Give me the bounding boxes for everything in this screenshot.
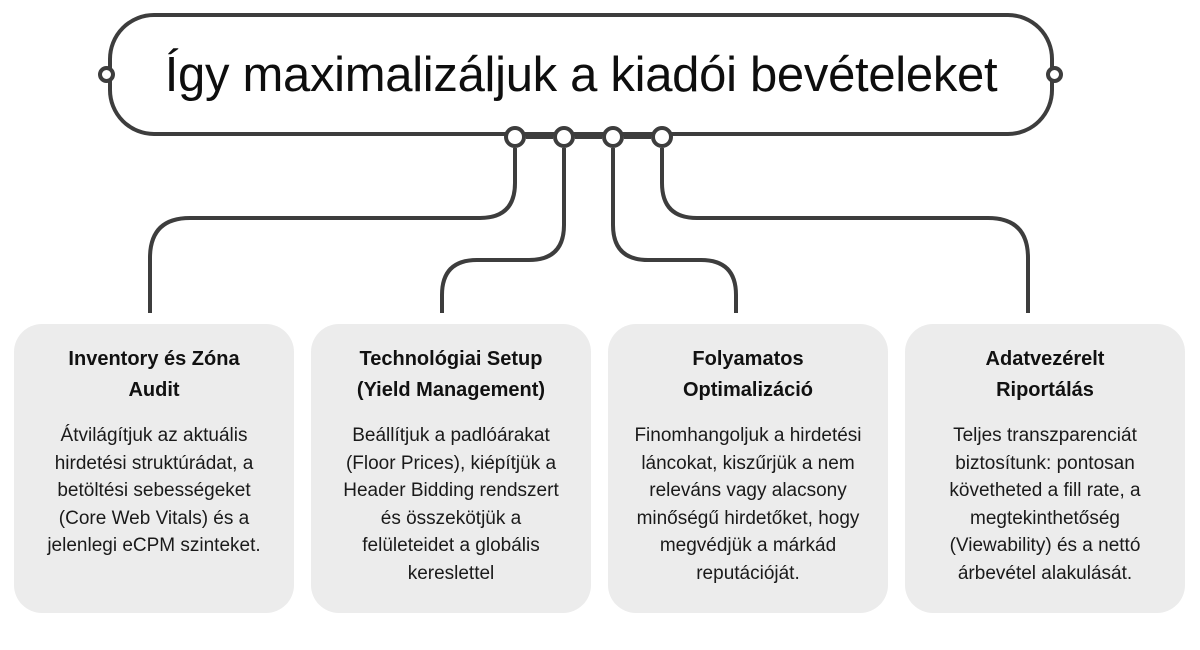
step-card-title: Folyamatos Optimalizáció <box>622 344 874 406</box>
connector-step-1 <box>148 148 517 313</box>
step-body-line: jelenlegi eCPM szinteket. <box>47 535 261 556</box>
connector-step-4 <box>660 148 1030 313</box>
step-card-3: Folyamatos Optimalizáció Finomhangoljuk … <box>608 324 888 613</box>
title-box: Így maximalizáljuk a kiadói bevételeket <box>108 13 1054 136</box>
step-body-line: és összekötjük a <box>380 507 522 529</box>
step-title-line: Folyamatos <box>692 348 804 370</box>
step-card-4: Adatvezérelt Riportálás Teljes transzpar… <box>905 324 1185 613</box>
step-body-line: releváns vagy alacsony <box>649 480 847 501</box>
step-title-line: Audit <box>128 379 180 401</box>
step-body-line: Header Bidding rendszert <box>343 480 559 501</box>
step-body-line: Finomhangoljuk a hirdetési <box>634 425 862 446</box>
step-body-line: biztosítunk: pontosan <box>955 452 1135 474</box>
connector-step-2 <box>440 148 566 313</box>
title-bottom-node-1 <box>504 126 526 148</box>
step-card-2: Technológiai Setup (Yield Management) Be… <box>311 324 591 613</box>
title-bottom-node-3 <box>602 126 624 148</box>
step-body-line: (Floor Prices), kiépítjük a <box>345 452 557 474</box>
step-title-line: (Yield Management) <box>356 379 546 401</box>
step-body-line: reputációját. <box>696 562 800 584</box>
step-body-line: Átvilágítjuk az aktuális <box>60 425 248 446</box>
step-body-line: minőségű hirdetőket, hogy <box>636 507 860 529</box>
step-body-line: (Viewability) és a nettó <box>949 535 1141 556</box>
title-bottom-node-2 <box>553 126 575 148</box>
step-body-line: követheted a fill rate, a <box>949 480 1141 501</box>
step-body-line: hirdetési struktúrádat, a <box>54 452 254 474</box>
step-body-line: megvédjük a márkád <box>659 535 837 556</box>
step-title-line: Technológiai Setup <box>359 348 543 370</box>
title-bottom-node-4 <box>651 126 673 148</box>
step-title-line: Inventory és Zóna <box>68 348 240 370</box>
step-body-line: felületeidet a globális <box>362 535 540 556</box>
step-card-title: Technológiai Setup (Yield Management) <box>325 344 577 406</box>
step-body-line: láncokat, kiszűrjük a nem <box>641 452 855 474</box>
step-title-line: Adatvezérelt <box>985 348 1105 370</box>
title-right-node <box>1046 66 1063 83</box>
step-body-line: kereslettel <box>407 562 495 584</box>
step-body-line: megtekinthetőség <box>970 507 1120 529</box>
connector-step-3 <box>611 148 738 313</box>
step-title-line: Riportálás <box>996 379 1094 401</box>
step-body-line: betöltési sebességeket <box>57 480 251 501</box>
step-card-body: Beállítjuk a padlóárakat (Floor Prices),… <box>325 422 577 587</box>
step-card-1: Inventory és Zóna Audit Átvilágítjuk az … <box>14 324 294 613</box>
step-body-line: árbevétel alakulását. <box>957 562 1133 584</box>
step-card-body: Teljes transzparenciát biztosítunk: pont… <box>919 422 1171 587</box>
step-card-title: Inventory és Zóna Audit <box>28 344 280 406</box>
step-card-body: Finomhangoljuk a hirdetési láncokat, kis… <box>622 422 874 587</box>
step-card-body: Átvilágítjuk az aktuális hirdetési struk… <box>28 422 280 560</box>
step-body-line: (Core Web Vitals) és a <box>58 507 250 529</box>
step-body-line: Teljes transzparenciát <box>953 425 1137 446</box>
title-left-node <box>98 66 115 83</box>
step-title-line: Optimalizáció <box>682 379 814 401</box>
step-card-title: Adatvezérelt Riportálás <box>919 344 1171 406</box>
step-body-line: Beállítjuk a padlóárakat <box>352 425 550 446</box>
page-title: Így maximalizáljuk a kiadói bevételeket <box>164 47 998 102</box>
